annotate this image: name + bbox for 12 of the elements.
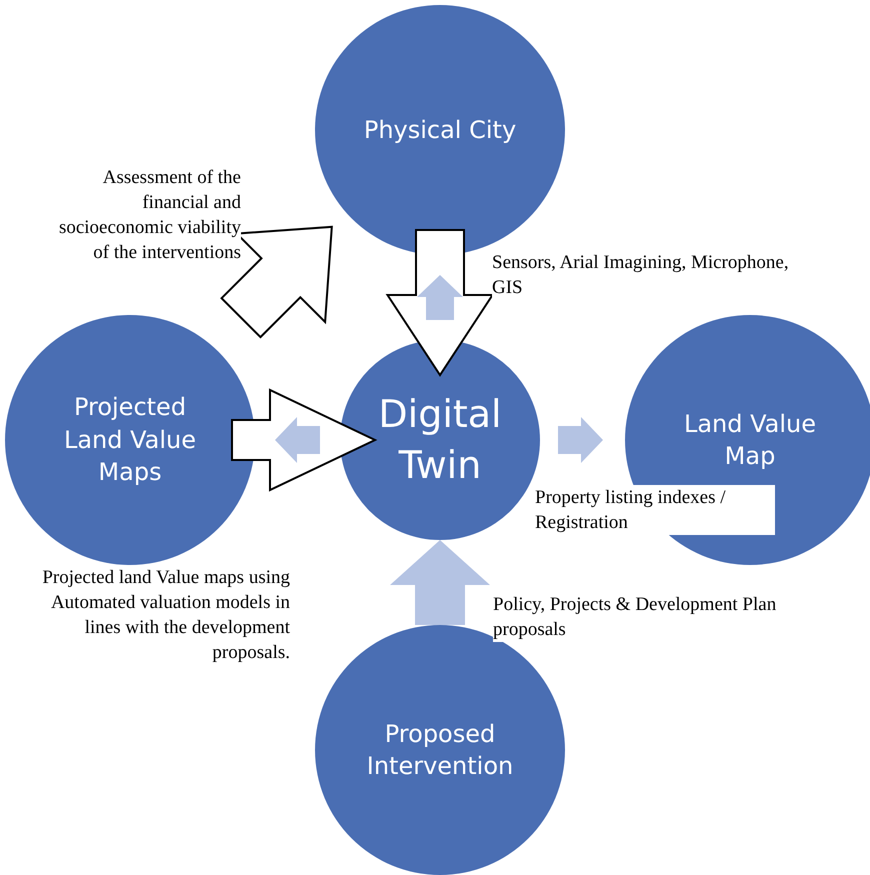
node-label: Digital Twin (377, 390, 503, 489)
node-label: Land Value Map (682, 408, 818, 472)
block-arrow (390, 540, 490, 625)
node-label: Proposed Intervention (366, 718, 514, 782)
edge-label: Property listing indexes / Registration (535, 485, 775, 535)
block-arrow (220, 226, 333, 338)
annotation-text: Projected land Value maps using Automated valuation models in lines with the development proposals. (41, 566, 290, 665)
block-arrow (558, 417, 603, 463)
node-label: Projected Land Value Maps (62, 392, 198, 488)
block-arrow (417, 275, 463, 320)
node-label: Physical City (362, 114, 518, 146)
block-arrow (275, 417, 320, 463)
